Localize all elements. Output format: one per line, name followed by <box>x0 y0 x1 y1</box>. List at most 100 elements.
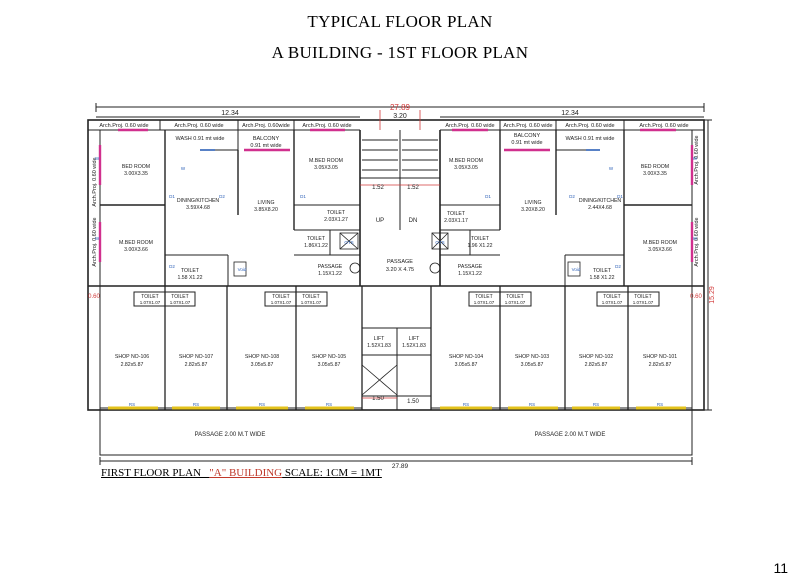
room-size-toilet-right-c: 1.58 X1.22 <box>589 275 614 281</box>
caption-part3: SCALE: 1CM = 1MT <box>282 467 382 479</box>
room-name-toilet-left-c: TOILET <box>307 236 326 242</box>
tag-door2: D2 <box>169 264 175 269</box>
room-size-toilet-right-a: 2.03X1.17 <box>444 218 468 224</box>
core-passage: PASSAGE <box>387 259 413 265</box>
arch-proj-label: Arch.Proj. 0.60 wide <box>503 123 552 129</box>
shop-toilet-name: TOILET <box>506 294 523 300</box>
tag-rs: RS <box>193 402 199 407</box>
shop-toilet-size: 1.07X1.07 <box>474 300 495 305</box>
shop-toilet-size: 1.07X1.07 <box>602 300 623 305</box>
dim-overall: 27.89 <box>390 103 411 112</box>
room-size-bed-room-left: 3.00X3.35 <box>124 171 148 177</box>
tag-door1: D1 <box>485 194 491 199</box>
tag-window: W <box>95 156 100 161</box>
tag-door1: D1 <box>169 194 175 199</box>
shop-toilet-name: TOILET <box>141 294 158 300</box>
shop-name: SHOP NO-102 <box>579 354 613 360</box>
lift-size: 1.52X1.83 <box>367 343 391 349</box>
shop-toilet-name: TOILET <box>272 294 289 300</box>
shop-size: 3.05x5.87 <box>318 362 341 368</box>
tag-window: W <box>609 166 614 171</box>
room-size-toilet-left-b: 1.58 X1.22 <box>177 275 202 281</box>
tag-rs: RS <box>529 402 535 407</box>
room-name-mbed-room-right: M.BED ROOM <box>643 240 677 246</box>
room-size-mbed-room-right: 3.05X3.66 <box>648 247 672 253</box>
dim-half-right: 12.34 <box>561 110 579 117</box>
room-name-toilet-right-a: TOILET <box>447 211 466 217</box>
arch-proj-vert: Arch.Proj. 0.60 wide <box>92 157 98 206</box>
room-name-dining-right: DINING/KITCHEN <box>579 198 622 204</box>
shop-toilet-size: 1.07X1.07 <box>301 300 322 305</box>
shop-size: 3.05x5.87 <box>251 362 274 368</box>
tag-rs: RS <box>657 402 663 407</box>
shop-toilet-size: 1.07X1.07 <box>505 300 526 305</box>
room-name-living-left: LIVING <box>257 200 274 206</box>
stair-dn: DN <box>409 218 418 224</box>
core-passage-size: 3.20 X 4.75 <box>386 267 414 273</box>
tag-rs: RS <box>259 402 265 407</box>
tag-window: W <box>95 236 100 241</box>
shop-toilet-name: TOILET <box>634 294 651 300</box>
stair-dim-right: 1.52 <box>407 185 419 191</box>
shop-size: 3.05x5.87 <box>521 362 544 368</box>
room-name-living-right: LIVING <box>524 200 541 206</box>
dim-bottom-total: 27.89 <box>392 463 409 470</box>
room-name-mbed-room-right-top: M.BED ROOM <box>449 158 483 164</box>
shop-name: SHOP NO-105 <box>312 354 346 360</box>
page-title: TYPICAL FLOOR PLAN <box>307 12 493 31</box>
tag-door2: D2 <box>569 194 575 199</box>
balcony-size-left: 0.91 mt wide <box>250 143 281 149</box>
shop-toilet-name: TOILET <box>302 294 319 300</box>
shop-size: 2.82x5.87 <box>121 362 144 368</box>
tag-door2: D2 <box>219 194 225 199</box>
window-marks <box>98 128 694 262</box>
balcony-size-right: 0.91 mt wide <box>511 140 542 146</box>
room-size-bed-room-right: 3.00X3.35 <box>643 171 667 177</box>
tag-rs: RS <box>593 402 599 407</box>
tag-window: W <box>693 236 698 241</box>
room-size-mbed-room-right-top: 3.05X3.05 <box>454 165 478 171</box>
shop-name: SHOP NO-103 <box>515 354 549 360</box>
dim-side-proj: 0.60 <box>690 294 702 300</box>
shop-name: SHOP NO-106 <box>115 354 149 360</box>
tag-rs: RS <box>326 402 332 407</box>
tag-window: W <box>181 166 186 171</box>
lift-size: 1.52X1.83 <box>402 343 426 349</box>
shop-toilet-size: 1.07X1.07 <box>633 300 654 305</box>
dim-side-proj: 0.60 <box>88 294 100 300</box>
room-size-dining-right: 2.44X4.68 <box>588 205 612 211</box>
arch-proj-label: Arch.Proj. 0.60wide <box>242 123 290 129</box>
shop-toilet-name: TOILET <box>171 294 188 300</box>
passage-bottom-right: PASSAGE 2.00 M.T WIDE <box>535 432 606 438</box>
room-name-passage-left: PASSAGE <box>318 264 343 270</box>
room-name-bed-room-right: BED ROOM <box>641 164 669 170</box>
tag-rs: RS <box>463 402 469 407</box>
room-size-living-left: 3.85X8.20 <box>254 207 278 213</box>
lift-name: LIFT <box>409 336 420 342</box>
shop-toilet-size: 1.07X1.07 <box>271 300 292 305</box>
lift-dim: 1.50 <box>407 399 419 405</box>
room-name-mbed-room-left-top: M.BED ROOM <box>309 158 343 164</box>
room-size-dining-left: 3.59X4.68 <box>186 205 210 211</box>
lift-name: LIFT <box>374 336 385 342</box>
shop-size: 3.05x5.87 <box>455 362 478 368</box>
room-name-passage-right: PASSAGE <box>458 264 483 270</box>
drawing-caption: FIRST FLOOR PLAN _"A" BUILDING SCALE: 1C… <box>101 467 382 479</box>
arch-proj-vert: Arch.Proj. 0.60 wide <box>694 217 700 266</box>
wash-label-right: WASH 0.91 mt wide <box>565 136 614 142</box>
shop-toilet-size: 1.07X1.07 <box>140 300 161 305</box>
arch-proj-label: Arch.Proj. 0.60 wide <box>302 123 351 129</box>
stair-up: UP <box>376 218 384 224</box>
tag-ot: OTS <box>344 240 353 245</box>
tag-void: Void <box>572 267 581 272</box>
arch-proj-label: Arch.Proj. 0.60 wide <box>565 123 614 129</box>
shop-toilet-name: TOILET <box>603 294 620 300</box>
tag-door1: D1 <box>300 194 306 199</box>
room-name-toilet-left-b: TOILET <box>181 268 200 274</box>
room-name-toilet-left-a: TOILET <box>327 210 346 216</box>
room-size-toilet-left-c: 1.86X1.22 <box>304 243 328 249</box>
tag-rs: RS <box>129 402 135 407</box>
shop-size: 2.82x5.87 <box>649 362 672 368</box>
room-size-passage-right: 1.15X1.22 <box>458 271 482 277</box>
